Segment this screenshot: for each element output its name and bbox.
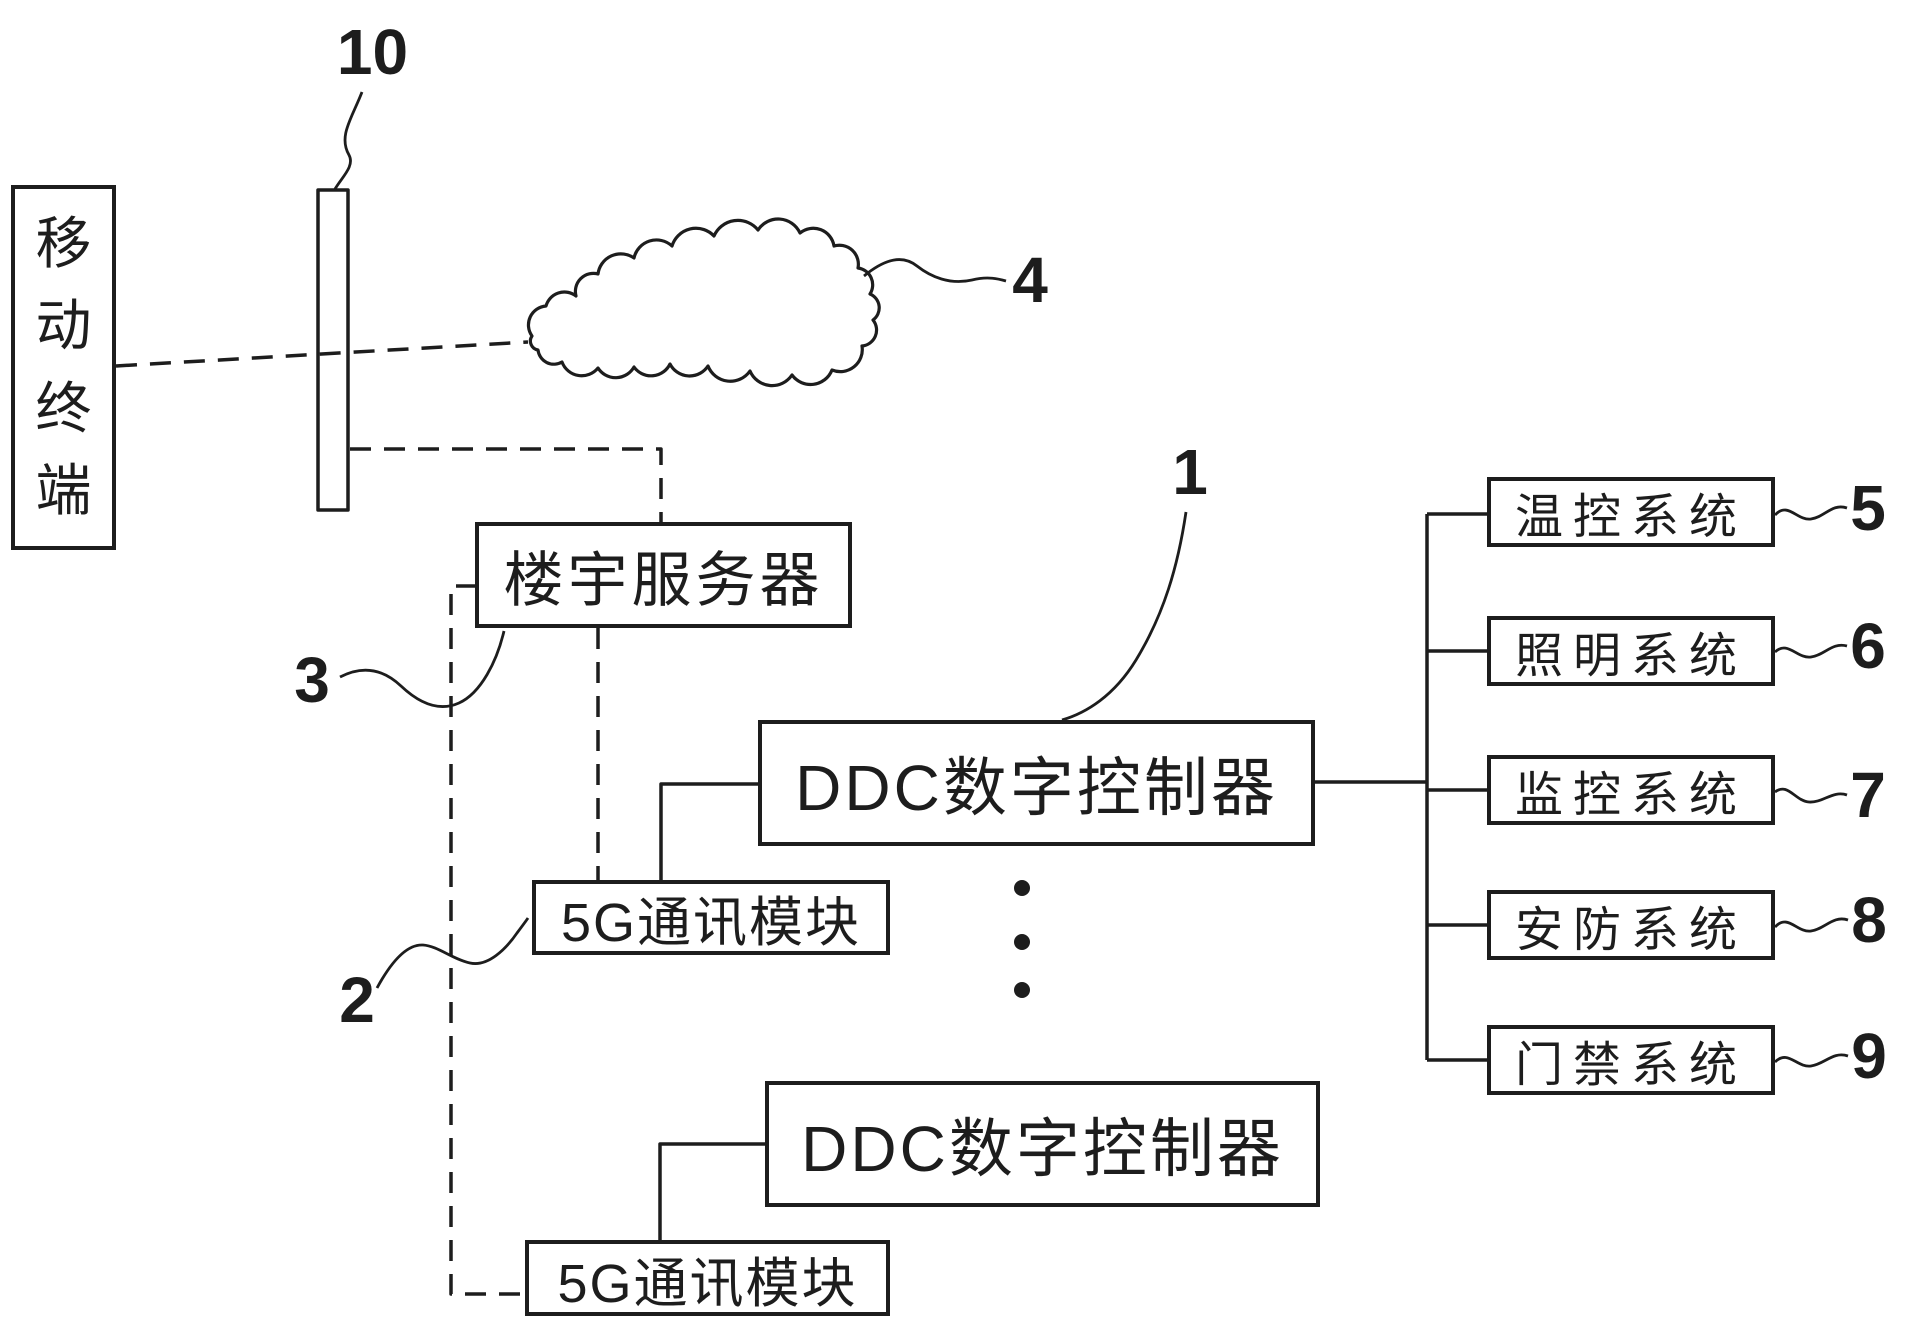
ddc-controller-top-box: DDC数字控制器 <box>758 720 1315 846</box>
leader-7 <box>1774 787 1848 804</box>
ddc-controller-bottom-label: DDC数字控制器 <box>801 1113 1284 1185</box>
link-server-to-5g-bottom-dashed <box>449 584 525 1296</box>
dashed-links <box>115 340 663 1296</box>
system-label-lighting: 照明系统 <box>1514 630 1747 683</box>
leader-9 <box>1774 1053 1849 1068</box>
5g-module-bottom-label: 5G通讯模块 <box>557 1253 858 1314</box>
ref-label-7: 7 <box>1850 759 1886 831</box>
5g-module-top-label: 5G通讯模块 <box>560 893 862 953</box>
mobile-terminal-char: 移 <box>35 211 92 275</box>
system-label-access-control: 门禁系统 <box>1514 1039 1747 1092</box>
system-box-monitoring: 监控系统 <box>1487 755 1775 825</box>
5g-module-top-box: 5G通讯模块 <box>532 880 890 955</box>
ref-label-9: 9 <box>1851 1020 1887 1092</box>
ref-label-1: 1 <box>1172 436 1208 508</box>
ref-label-2: 2 <box>339 964 375 1036</box>
leader-1 <box>1061 511 1188 722</box>
ddc-controller-bottom-box: DDC数字控制器 <box>765 1081 1320 1207</box>
link-mobile-to-cloud-dashed <box>115 340 529 368</box>
ref-label-3: 3 <box>294 644 330 716</box>
link-antenna-to-server-dashed <box>350 447 663 522</box>
antenna-bar-shape <box>316 188 350 512</box>
continuation-dots <box>1014 880 1030 998</box>
leader-2 <box>375 917 530 989</box>
reference-leaders <box>333 91 1849 1068</box>
link-5g-bottom-to-ddc-bottom <box>658 1142 765 1240</box>
leader-3 <box>339 630 506 708</box>
ref-label-5: 5 <box>1850 472 1886 544</box>
ref-label-10: 10 <box>336 16 409 88</box>
mobile-terminal-char: 动 <box>35 294 92 358</box>
system-box-access-control: 门禁系统 <box>1487 1025 1775 1095</box>
ref-label-6: 6 <box>1850 610 1886 682</box>
leader-5 <box>1773 505 1848 521</box>
system-box-lighting: 照明系统 <box>1487 616 1775 686</box>
leader-8 <box>1773 917 1849 933</box>
system-label-monitoring: 监控系统 <box>1514 769 1747 822</box>
ref-label-4: 4 <box>1012 244 1048 316</box>
leader-4 <box>863 258 1007 283</box>
mobile-terminal-label: 移 动 终 端 <box>36 189 92 546</box>
link-5g-top-to-ddc-top <box>659 782 758 880</box>
ref-label-8: 8 <box>1851 884 1887 956</box>
ddc-controller-top-label: DDC数字控制器 <box>795 752 1278 824</box>
system-box-security: 安防系统 <box>1487 890 1775 960</box>
building-server-label: 楼宇服务器 <box>503 546 824 614</box>
5g-module-bottom-box: 5G通讯模块 <box>525 1240 890 1316</box>
mobile-terminal-char: 终 <box>35 376 92 440</box>
mobile-terminal-box: 移 动 终 端 <box>11 185 116 550</box>
leader-10 <box>333 91 364 190</box>
system-box-temperature: 温控系统 <box>1487 477 1775 547</box>
cloud-shape <box>526 217 881 388</box>
mobile-terminal-char: 端 <box>35 459 92 523</box>
system-label-security: 安防系统 <box>1514 904 1747 957</box>
system-label-temperature: 温控系统 <box>1514 491 1747 544</box>
leader-6 <box>1774 643 1848 659</box>
building-server-box: 楼宇服务器 <box>475 522 852 628</box>
